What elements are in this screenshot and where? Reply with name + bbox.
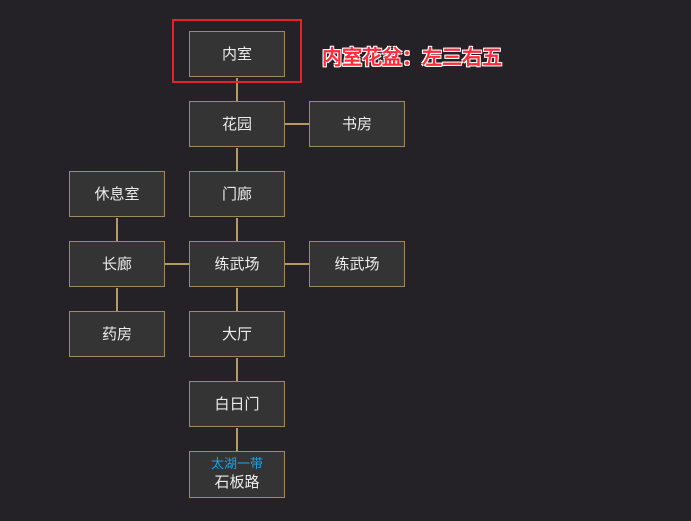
room-bairimen[interactable]: 白日门 xyxy=(189,381,285,427)
connector-huayuan-menlang xyxy=(236,148,238,171)
room-label: 石板路 xyxy=(214,473,260,491)
room-label: 白日门 xyxy=(214,395,260,413)
room-menlang[interactable]: 门廊 xyxy=(189,171,285,217)
room-xiuxishi[interactable]: 休息室 xyxy=(69,171,165,217)
room-label: 内室 xyxy=(221,45,252,63)
room-label: 门廊 xyxy=(221,185,252,203)
room-label: 药房 xyxy=(101,325,132,343)
highlight-box xyxy=(172,19,302,83)
annotation-text: 内室花盆：左三右五 xyxy=(322,45,502,69)
room-shufang[interactable]: 书房 xyxy=(309,101,405,147)
room-label: 练武场 xyxy=(334,255,380,273)
connector-neishi-huayuan xyxy=(236,78,238,101)
connector-lianwuchang-dating xyxy=(236,288,238,311)
connector-lianwuchang-lianwuchang xyxy=(285,263,309,265)
room-neishi[interactable]: 内室 xyxy=(189,31,285,77)
connector-huayuan-shufang xyxy=(285,123,309,125)
room-region-label: 太湖一带 xyxy=(210,457,263,472)
connector-dating-bairimen xyxy=(236,358,238,381)
connector-menlang-lianwuchang xyxy=(236,218,238,241)
room-yaofang[interactable]: 药房 xyxy=(69,311,165,357)
room-lianwuchang-center[interactable]: 练武场 xyxy=(189,241,285,287)
room-huayuan[interactable]: 花园 xyxy=(189,101,285,147)
room-dating[interactable]: 大厅 xyxy=(189,311,285,357)
room-shibanlu[interactable]: 太湖一带 石板路 xyxy=(189,451,285,498)
room-label: 练武场 xyxy=(214,255,260,273)
connector-changlang-yaofang xyxy=(116,288,118,311)
connector-xiuxishi-changlang xyxy=(116,218,118,241)
room-lianwuchang-right[interactable]: 练武场 xyxy=(309,241,405,287)
room-label: 书房 xyxy=(341,115,372,133)
room-label: 花园 xyxy=(221,115,252,133)
connector-bairimen-shibanlu xyxy=(236,428,238,451)
room-label: 长廊 xyxy=(101,255,132,273)
room-changlang[interactable]: 长廊 xyxy=(69,241,165,287)
room-label: 休息室 xyxy=(94,185,140,203)
room-label: 大厅 xyxy=(221,325,252,343)
connector-changlang-lianwuchang xyxy=(165,263,189,265)
